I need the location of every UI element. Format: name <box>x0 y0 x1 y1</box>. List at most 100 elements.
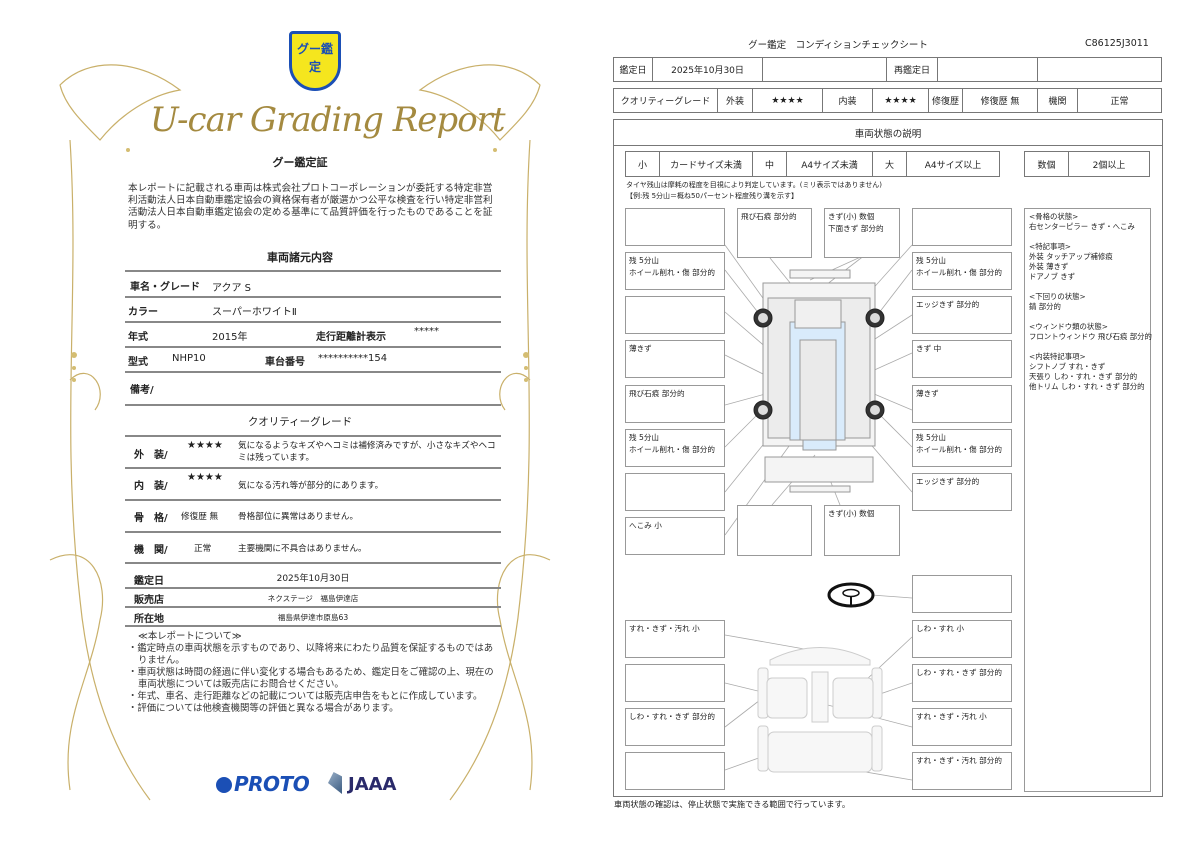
disclaimer-title: ≪本レポートについて≫ <box>138 631 242 642</box>
color-label: カラー <box>128 307 158 318</box>
note-line: 天張り しわ・すれ・きず 部分的 <box>1029 372 1138 381</box>
sheet-id: C86125J3011 <box>1085 38 1149 49</box>
damage-note-box <box>737 505 812 556</box>
damage-note-box: へこみ 小 <box>625 517 725 555</box>
shop-name: ネクステージ 福島伊達店 <box>267 594 359 603</box>
damage-note-box: きず 中 <box>912 340 1012 378</box>
sheet-title: グー鑑定 コンディションチェックシート <box>748 40 928 51</box>
appraisal-date-label: 鑑定日 <box>134 576 164 587</box>
address-label: 所在地 <box>134 614 164 625</box>
disclaimer: ≪本レポートについて≫ ・鑑定時点の車両状態を示すものであり、以降将来にわたり品… <box>128 631 498 715</box>
note-line: ドアノブ きず <box>1029 272 1076 281</box>
damage-note-box: エッジきず 部分的 <box>912 473 1012 511</box>
disclaimer-item: ・評価については他検査機関等の評価と異なる場合があります。 <box>128 703 399 714</box>
grade-stars: ★★★★ <box>187 440 223 451</box>
engine-label: 機関 <box>1037 88 1078 113</box>
quality-label: クオリティーグレード <box>613 88 718 113</box>
legend-cell: A4サイズ以上 <box>906 151 1000 177</box>
tire-note: タイヤ残山は摩耗の程度を目視により判定しています。(ミリ表示ではありません) <box>626 181 882 189</box>
damage-note-box: 残 5分山 ホイール削れ・傷 部分的 <box>625 252 725 290</box>
interior-note-box: すれ・きず・汚れ 小 <box>912 708 1012 746</box>
legend-cell: 数個 <box>1024 151 1069 177</box>
grade-desc: 主要機関に不具合はありません。 <box>238 544 367 554</box>
shop-label: 販売店 <box>134 595 164 606</box>
specs-heading: 車両諸元内容 <box>267 251 333 264</box>
section-title: 車両状態の説明 <box>613 119 1163 146</box>
note-line: <特記事項> <box>1029 242 1071 251</box>
damage-note-box: 飛び石痕 部分的 <box>737 208 812 258</box>
note-line: 他トリム しわ・すれ・きず 部分的 <box>1029 382 1145 391</box>
grade-label: 内 装/ <box>134 481 168 492</box>
note-line: <内装特記事項> <box>1029 352 1086 361</box>
odometer-label: 走行距離計表示 <box>316 332 386 343</box>
engine-value: 正常 <box>1077 88 1162 113</box>
date-value: 2025年10月30日 <box>652 57 763 82</box>
interior-note-box <box>625 664 725 702</box>
model-label: 型式 <box>128 357 148 368</box>
sheet-footer-note: 車両状態の確認は、停止状態で実施できる範囲で行っています。 <box>614 799 851 809</box>
damage-note-box: きず(小) 数個 下面きず 部分的 <box>824 208 900 258</box>
note-line: 外装 薄きず <box>1029 262 1069 271</box>
grade-stars: ★★★★ <box>187 472 223 483</box>
note-line: 右センターピラー きず・へこみ <box>1029 222 1135 231</box>
damage-note-box: 飛び石痕 部分的 <box>625 385 725 423</box>
note-line: <下回りの状態> <box>1029 292 1086 301</box>
legend-cell: A4サイズ未満 <box>786 151 873 177</box>
exterior-label: 外装 <box>717 88 753 113</box>
certificate-intro: 本レポートに記載される車両は株式会社プロトコーポレーションが委託する特定非営利活… <box>128 183 493 231</box>
grade-label: 機 関/ <box>134 545 168 556</box>
legend-cell: 大 <box>872 151 907 177</box>
note-line: <ウィンドウ類の状態> <box>1029 322 1108 331</box>
interior-diagram <box>757 647 883 773</box>
damage-note-box: 残 5分山 ホイール削れ・傷 部分的 <box>625 429 725 467</box>
note-line: <骨格の状態> <box>1029 212 1079 221</box>
redate-label: 再鑑定日 <box>886 57 938 82</box>
chassis-value: **********154 <box>318 353 388 364</box>
interior-note-box <box>625 752 725 790</box>
jaaa-logo: JAAA <box>328 772 397 795</box>
appraisal-date: 2025年10月30日 <box>276 574 350 584</box>
grade-desc: 気になる汚れ等が部分的にあります。 <box>238 481 384 491</box>
goo-kantei-badge-logo: グー鑑定 <box>289 31 341 91</box>
grade-label: 外 装/ <box>134 450 168 461</box>
grade-value: 修復歴 無 <box>181 512 219 522</box>
interior-note-box: しわ・すれ 小 <box>912 620 1012 658</box>
car-name-label: 車名・グレード <box>130 282 200 293</box>
grade-heading: クオリティーグレード <box>247 416 353 428</box>
damage-note-box <box>912 208 1012 246</box>
car-name: アクア S <box>212 283 252 294</box>
interior-label: 内装 <box>822 88 873 113</box>
damage-note-box: 薄きず <box>912 385 1012 423</box>
redate-value <box>937 57 1038 82</box>
blank-cell <box>762 57 887 82</box>
model-value: NHP10 <box>172 353 206 364</box>
interior-note-box: すれ・きず・汚れ 小 <box>625 620 725 658</box>
blank-cell <box>1037 57 1162 82</box>
gold-ornament-frame <box>49 64 551 801</box>
interior-stars: ★★★★ <box>872 88 929 113</box>
interior-note-box: しわ・すれ・きず 部分的 <box>625 708 725 746</box>
note-line <box>1029 312 1146 322</box>
damage-note-box: エッジきず 部分的 <box>912 296 1012 334</box>
tire-note-example: 【例:残 5分山＝概ね50パーセント程度残り溝を示す】 <box>626 192 798 200</box>
damage-note-box: きず(小) 数個 <box>824 505 900 556</box>
year-label: 年式 <box>128 332 148 343</box>
legend-cell: 2個以上 <box>1068 151 1150 177</box>
damage-note-box: 薄きず <box>625 340 725 378</box>
year-value: 2015年 <box>212 332 248 343</box>
damage-note-box: 残 5分山 ホイール削れ・傷 部分的 <box>912 252 1012 290</box>
interior-note-box: しわ・すれ・きず 部分的 <box>912 664 1012 702</box>
report-script-title: U-car Grading Report <box>150 100 506 140</box>
interior-note-box <box>912 575 1012 613</box>
color-value: スーパーホワイトⅡ <box>212 307 297 318</box>
disclaimer-item: ・鑑定時点の車両状態を示すものであり、以降将来にわたり品質を保証するものではあり… <box>128 643 494 666</box>
remarks-label: 備考/ <box>130 385 154 396</box>
certificate-heading: グー鑑定証 <box>272 156 328 169</box>
interior-note-box: すれ・きず・汚れ 部分的 <box>912 752 1012 790</box>
odometer-value: ***** <box>414 326 439 337</box>
grade-desc: 骨格部位に異常はありません。 <box>238 512 359 522</box>
note-line: 錆 部分的 <box>1029 302 1061 311</box>
note-line: フロントウィンドウ 飛び石痕 部分的 <box>1029 332 1152 341</box>
note-line: シフトノブ すれ・きず <box>1029 362 1106 371</box>
